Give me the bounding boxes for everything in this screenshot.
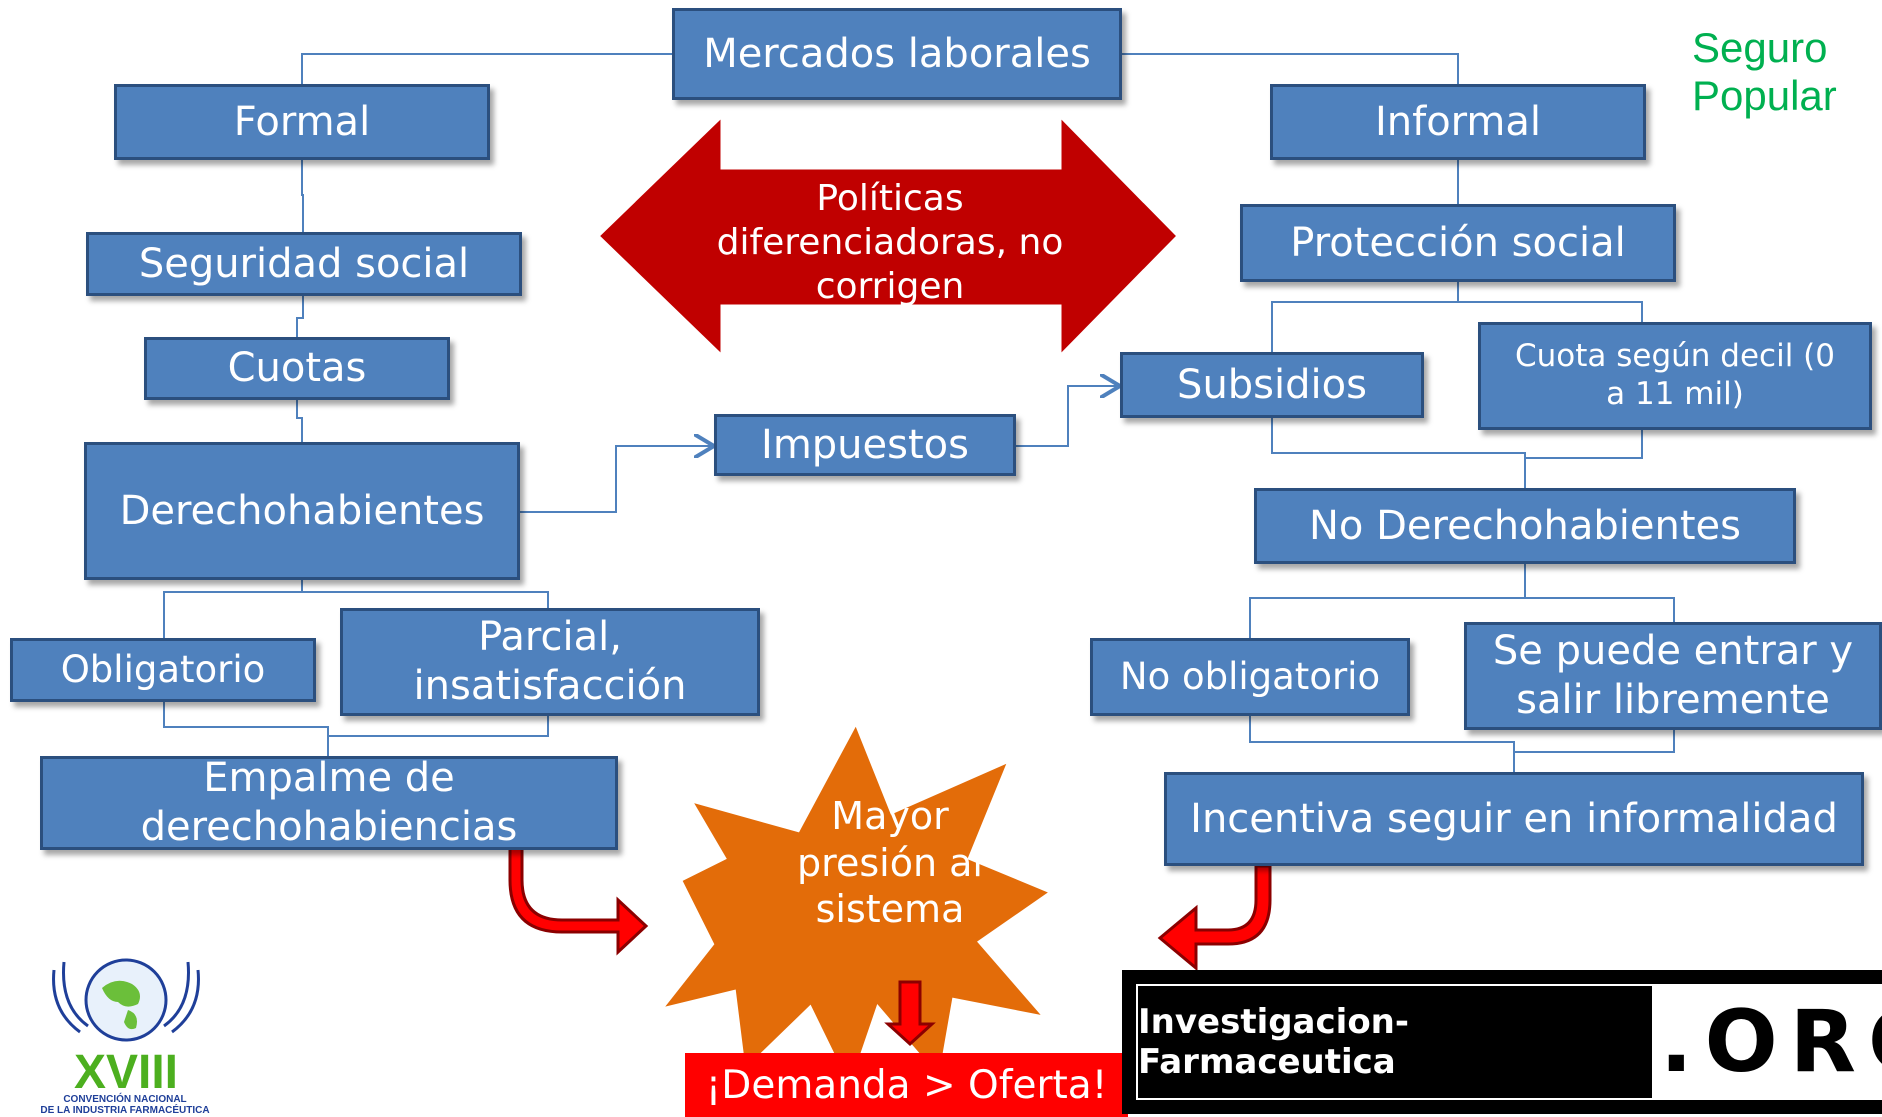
double-arrow-label: Políticas diferenciadoras, no corrigen xyxy=(700,168,1080,318)
seguro-line-2: Popular xyxy=(1692,72,1837,120)
parcial-line-1: Parcial, xyxy=(478,614,622,661)
convention-logo: XVIII xyxy=(52,958,200,1099)
seguridad-social-text: Seguridad social xyxy=(138,240,470,287)
informal-box: Informal xyxy=(1270,84,1646,160)
connector-cuota-join xyxy=(1525,430,1643,459)
connector-proteccion-cuota xyxy=(1458,301,1643,322)
impuestos-box: Impuestos xyxy=(714,414,1016,476)
star-line-3: sistema xyxy=(815,887,965,932)
entrar-salir-line-2: salir libremente xyxy=(1516,677,1830,723)
double-arrow-shape xyxy=(595,112,1181,360)
connector-seguridad-cuotas xyxy=(296,296,304,337)
cuota-decil-line-1: Cuota según decil (0 xyxy=(1514,338,1835,375)
connector-cuotas-derecho xyxy=(296,400,303,442)
arrow-line-1: Políticas xyxy=(816,178,964,220)
connector-proteccion-split xyxy=(1271,282,1459,352)
down-arrow xyxy=(884,980,936,1047)
connector-entrar-join xyxy=(1514,730,1675,753)
connector-subsidios-join xyxy=(1271,418,1526,488)
demanda-oferta-label: ¡Demanda > Oferta! xyxy=(685,1053,1128,1117)
banner-right-text: .ORG xyxy=(1652,984,1882,1100)
bent-arrow-right xyxy=(1157,864,1272,972)
cuota-decil-box: Cuota según decil (0 a 11 mil) xyxy=(1478,322,1872,430)
impuestos-text: Impuestos xyxy=(761,421,969,468)
logo-caption: CONVENCIÓN NACIONAL DE LA INDUSTRIA FARM… xyxy=(40,1094,210,1116)
parcial-line-2: insatisfacción xyxy=(413,663,687,709)
star-line-2: presión al xyxy=(797,840,983,885)
proteccion-social-box: Protección social xyxy=(1240,204,1676,282)
subsidios-box: Subsidios xyxy=(1120,352,1424,418)
empalme-line-2: derechohabiencias xyxy=(140,804,518,850)
seguro-popular-note: Seguro Popular xyxy=(1692,24,1837,121)
connector-nodh-entrar xyxy=(1525,597,1675,622)
star-line-1: Mayor xyxy=(831,794,949,839)
mercados-laborales-box: Mercados laborales xyxy=(672,8,1122,100)
connector-derecho-parcial xyxy=(302,591,549,608)
derechohabientes-box: Derechohabientes xyxy=(84,442,520,580)
no-derechohabientes-text: No Derechohabientes xyxy=(1309,502,1741,549)
seguro-line-1: Seguro xyxy=(1692,24,1828,71)
investigacion-farmaceutica-banner: Investigacion-Farmaceutica .ORG xyxy=(1122,970,1882,1114)
logo-caption-line-1: CONVENCIÓN NACIONAL xyxy=(63,1094,187,1105)
empalme-box: Empalme de derechohabiencias xyxy=(40,755,618,850)
obligatorio-text: Obligatorio xyxy=(60,648,266,692)
parcial-box: Parcial, insatisfacción xyxy=(340,608,760,716)
no-obligatorio-text: No obligatorio xyxy=(1119,655,1381,699)
arrow-line-3: corrigen xyxy=(815,265,965,307)
no-obligatorio-box: No obligatorio xyxy=(1090,638,1410,716)
hands-icon xyxy=(52,961,200,1034)
obligatorio-box: Obligatorio xyxy=(10,638,316,702)
connector-noobl-join xyxy=(1249,716,1515,772)
connector-formal-seguridad xyxy=(301,160,304,232)
entrar-salir-box: Se puede entrar y salir libremente xyxy=(1464,622,1882,730)
logo-caption-line-2: DE LA INDUSTRIA FARMACÉUTICA xyxy=(40,1105,210,1116)
arrow-line-2: diferenciadoras, no xyxy=(716,222,1064,264)
seguridad-social-box: Seguridad social xyxy=(86,232,522,296)
entrar-salir-line-1: Se puede entrar y xyxy=(1492,628,1854,675)
connector-nodh-split xyxy=(1249,564,1526,638)
cuotas-box: Cuotas xyxy=(144,337,450,400)
formal-text: Formal xyxy=(233,98,371,145)
empalme-line-1: Empalme de xyxy=(203,755,455,802)
connector-derecho-split xyxy=(163,580,303,638)
connector-parcial-join xyxy=(328,716,549,737)
banner-left-text: Investigacion-Farmaceutica xyxy=(1136,984,1654,1100)
incentiva-box: Incentiva seguir en informalidad xyxy=(1164,772,1864,866)
cuotas-text: Cuotas xyxy=(227,345,367,392)
title-text: Mercados laborales xyxy=(703,30,1091,77)
informal-text: Informal xyxy=(1374,98,1542,145)
derechohabientes-text: Derechohabientes xyxy=(119,487,485,534)
logo-numeral: XVIII xyxy=(74,1046,178,1099)
connector-derecho-impuestos xyxy=(520,446,714,513)
proteccion-social-text: Protección social xyxy=(1290,219,1626,266)
cuota-decil-line-2: a 11 mil) xyxy=(1606,376,1744,412)
formal-box: Formal xyxy=(114,84,490,160)
bent-arrow-left xyxy=(508,846,649,956)
incentiva-text: Incentiva seguir en informalidad xyxy=(1190,795,1838,842)
connector-impuestos-subsidios xyxy=(1016,386,1120,447)
connector-root-informal xyxy=(1122,53,1459,84)
starburst-label: Mayor presión al sistema xyxy=(790,778,990,948)
connector-obligatorio-join xyxy=(163,702,329,756)
connector-root-formal xyxy=(301,53,672,84)
subsidios-text: Subsidios xyxy=(1177,361,1367,408)
no-derechohabientes-box: No Derechohabientes xyxy=(1254,488,1796,564)
